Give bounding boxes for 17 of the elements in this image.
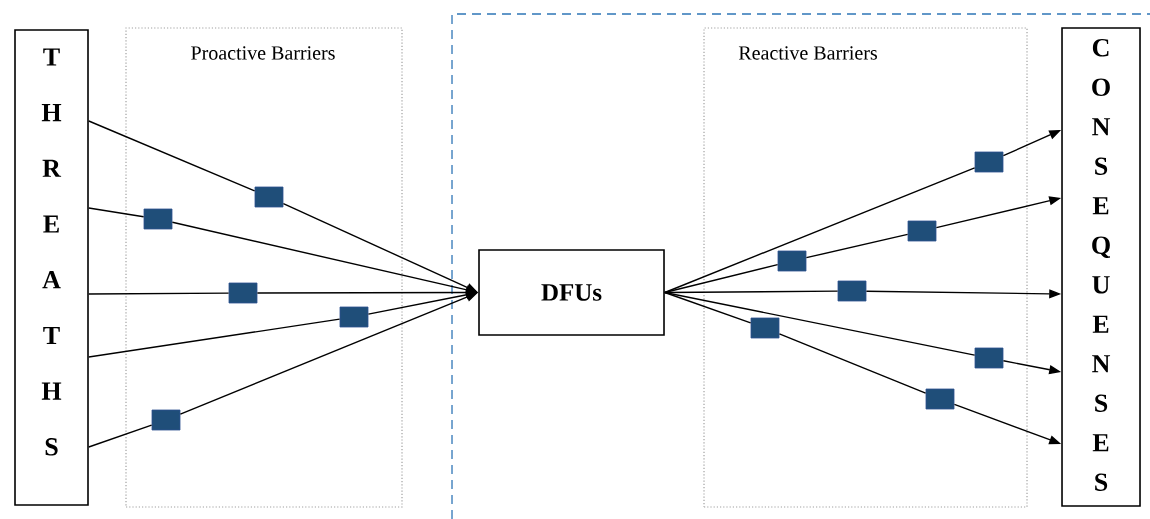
barrier-group: Reactive Barriers xyxy=(703,27,1028,508)
barrier-square xyxy=(777,250,807,272)
vertical-label-box: C O N S E Q U E N S E S xyxy=(1061,27,1141,507)
barrier-square xyxy=(143,208,173,230)
barrier-square xyxy=(925,388,955,410)
barrier-square xyxy=(151,409,181,431)
barrier-square xyxy=(339,306,369,328)
vertical-label-box: T H R E A T H S xyxy=(14,29,89,506)
process-box: DFUs xyxy=(478,249,665,336)
barrier-group: Proactive Barriers xyxy=(125,27,403,508)
barrier-square xyxy=(254,186,284,208)
barrier-square xyxy=(750,317,780,339)
barrier-square xyxy=(974,347,1004,369)
barrier-square xyxy=(907,220,937,242)
barrier-square xyxy=(974,151,1004,173)
barrier-square xyxy=(228,282,258,304)
barrier-square xyxy=(837,280,867,302)
